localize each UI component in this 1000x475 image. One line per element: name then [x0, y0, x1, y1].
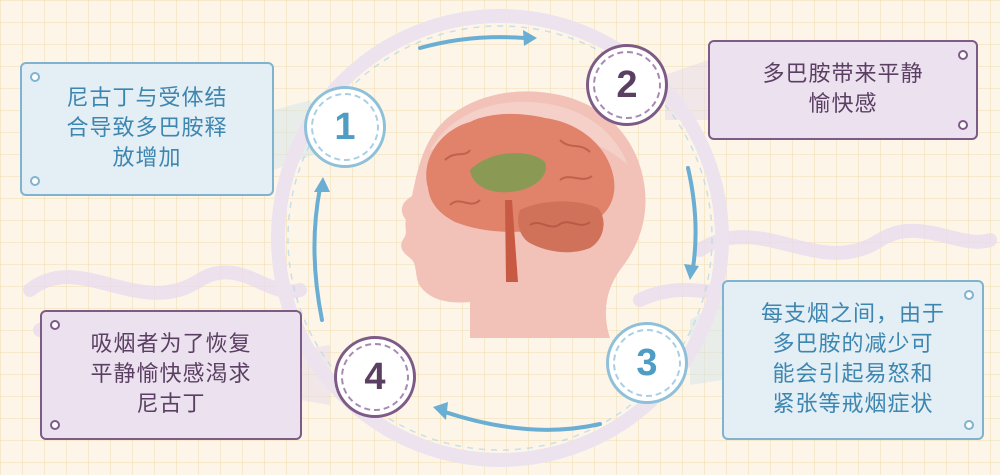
corner-dot: [50, 420, 60, 430]
brain-icon: [426, 113, 615, 282]
step-4-number-circle: 4: [334, 336, 416, 418]
step-2-text: 多巴胺带来平静 愉快感: [762, 62, 924, 117]
cycle-arrowheads: [314, 30, 699, 420]
step-1-number-circle: 1: [304, 86, 386, 168]
arrow-4-to-1: [312, 186, 324, 322]
step-1-text: 尼古丁与受体结 合导致多巴胺释 放增加: [66, 86, 228, 171]
arrow-2-to-3: [686, 166, 698, 270]
step-4-text: 吸烟者为了恢复 平静愉快感渴求 尼古丁: [90, 332, 252, 417]
cycle-ring: [271, 9, 729, 467]
step-2-number-circle: 2: [586, 44, 668, 126]
corner-dot: [958, 120, 968, 130]
dashed-ring: [311, 93, 379, 161]
step-3-description-box: 每支烟之间，由于 多巴胺的减少可 能会引起易怒和 紧张等戒烟症状: [722, 280, 984, 440]
step-3-text: 每支烟之间，由于 多巴胺的减少可 能会引起易怒和 紧张等戒烟症状: [760, 302, 945, 417]
corner-dot: [964, 290, 974, 300]
corner-dot: [50, 320, 60, 330]
arrow-1-to-2: [418, 35, 527, 50]
step-4-description-box: 吸烟者为了恢复 平静愉快感渴求 尼古丁: [40, 310, 302, 440]
dashed-ring: [341, 343, 409, 411]
step-3-number-circle: 3: [606, 322, 688, 404]
dashed-ring: [593, 51, 661, 119]
cycle-ring-inner: [287, 25, 713, 451]
cycle-arrow-icon: [312, 35, 698, 432]
corner-dot: [958, 50, 968, 60]
dashed-ring: [613, 329, 681, 397]
step-2-description-box: 多巴胺带来平静 愉快感: [708, 40, 978, 140]
corner-dot: [30, 72, 40, 82]
corner-dot: [30, 176, 40, 186]
corner-dot: [964, 420, 974, 430]
step-1-description-box: 尼古丁与受体结 合导致多巴胺释 放增加: [20, 62, 274, 196]
arrow-3-to-4: [443, 410, 602, 432]
